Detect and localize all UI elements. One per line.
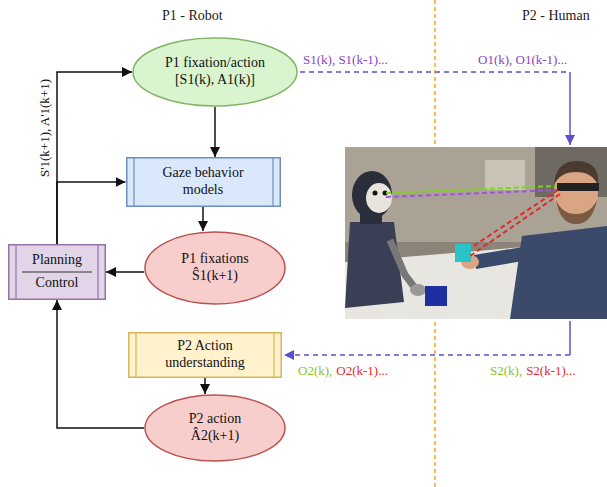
process-box: P2 Action understanding [128, 332, 282, 378]
node-text: Gaze behavior models [151, 165, 255, 199]
flow-arrow [202, 207, 204, 231]
blue-cube [425, 286, 447, 306]
robot-arm [390, 240, 415, 288]
robot-head [352, 171, 392, 219]
node-text: Planning [32, 249, 82, 272]
process-side-line [97, 245, 98, 300]
signal-line [300, 71, 570, 73]
signal-line [284, 354, 570, 356]
cyan-cube [455, 244, 471, 262]
human-beard [556, 200, 597, 224]
human-shirt [510, 226, 607, 319]
human-glasses [557, 183, 599, 191]
gaze-line [386, 190, 557, 197]
node-text: P2 Action understanding [153, 338, 257, 372]
signal-label: O1(k), O1(k-1)... [478, 52, 567, 68]
section-title: P2 - Human [522, 8, 590, 25]
robot-eye [373, 191, 378, 196]
human-hair [554, 161, 598, 185]
scene-photo [345, 147, 607, 319]
node-text: P2 action Â2(k+1) [179, 411, 251, 445]
human-arm [475, 252, 535, 262]
process-side-line [273, 333, 274, 378]
robot-hand [410, 284, 426, 296]
control-box: PlanningControl [8, 244, 106, 300]
signal-label: S2(k), [490, 363, 522, 379]
box-outline [126, 158, 280, 207]
section-title: P1 - Robot [162, 8, 223, 25]
process-box: Gaze behavior models [126, 157, 281, 207]
signal-label: S2(k-1)... [526, 363, 575, 379]
node-text: Control [36, 272, 79, 295]
signal-label: S1(k), S1(k-1)... [303, 52, 388, 68]
box-outline [9, 245, 106, 300]
robot-face [366, 183, 392, 213]
prediction-ellipse: P2 action Â2(k+1) [144, 394, 286, 462]
process-side-line [272, 158, 273, 207]
photo-shelf [535, 147, 607, 197]
flow-arrow [57, 72, 132, 244]
ellipse-outline [145, 395, 285, 461]
prediction-ellipse: P1 fixations Ŝ1(k+1) [144, 231, 286, 305]
edge-label: S'1(k+1), A'1(k+1) [37, 77, 53, 179]
process-side-line [135, 333, 136, 378]
gaze-line [470, 194, 560, 256]
signal-label: O2(k), [298, 363, 332, 379]
signal-line [569, 321, 571, 355]
signal-label: O2(k-1)... [336, 363, 388, 379]
process-side-line [15, 245, 16, 300]
ellipse-outline [145, 232, 285, 304]
flow-arrow [214, 107, 216, 157]
ellipse-outline [133, 38, 297, 106]
box-outline [129, 333, 282, 378]
gaze-line [472, 190, 558, 247]
robot-body [345, 222, 404, 308]
divider-line [22, 272, 92, 273]
photo-ground [345, 147, 607, 319]
node-text: P1 fixations Ŝ1(k+1) [170, 251, 260, 285]
node-text: P1 fixation/action [S1(k), A1(k)] [163, 55, 267, 89]
photo-poster [485, 160, 525, 190]
flow-arrow [106, 271, 144, 273]
process-side-line [133, 158, 134, 207]
signal-line [569, 72, 571, 145]
state-ellipse: P1 fixation/action [S1(k), A1(k)] [132, 37, 298, 107]
flow-arrow [57, 182, 126, 244]
flow-arrow [204, 378, 206, 394]
